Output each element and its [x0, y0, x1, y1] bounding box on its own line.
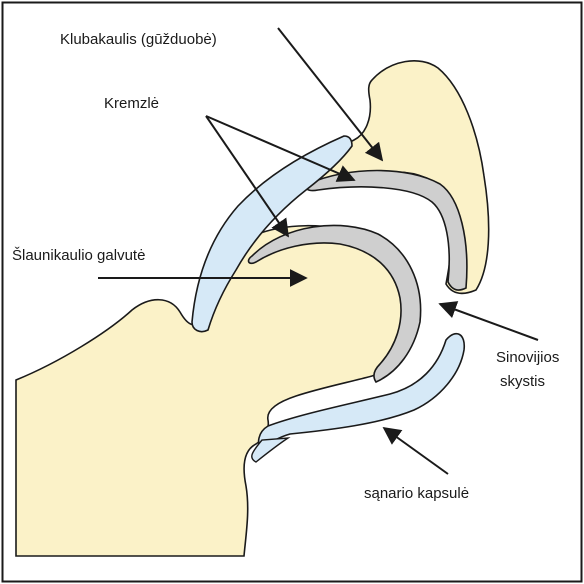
label-capsule: sąnario kapsulė [364, 485, 469, 502]
label-synovial-line1: Sinovijios [496, 349, 559, 366]
label-synovial-line2: skystis [500, 373, 545, 390]
arrow-ilium [278, 28, 382, 160]
label-ilium: Klubakaulis (gūžduobė) [60, 31, 217, 48]
label-cartilage: Kremzlė [104, 95, 159, 112]
label-femoral-head: Šlaunikaulio galvutė [12, 247, 145, 264]
arrow-capsule [384, 428, 448, 474]
